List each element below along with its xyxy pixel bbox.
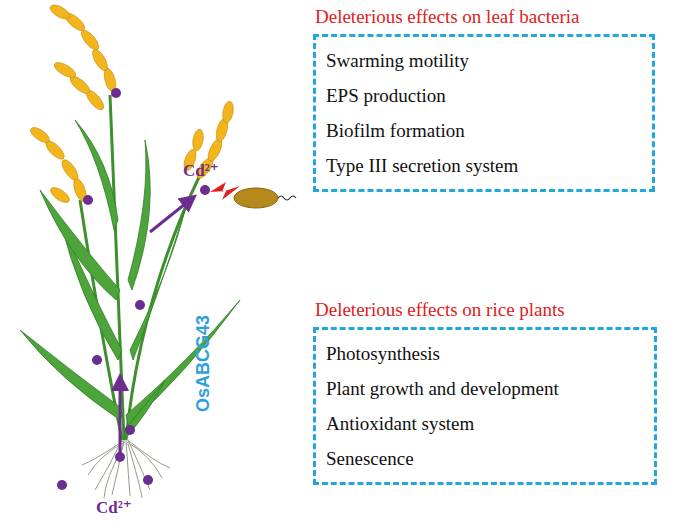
effect-item: Type III secretion system <box>326 148 638 183</box>
effect-panel: Deleterious effects on leaf bacteriaSwar… <box>313 6 655 192</box>
dashed-box: PhotosynthesisPlant growth and developme… <box>313 327 657 485</box>
effect-item: Plant growth and development <box>326 371 640 406</box>
panel-heading: Deleterious effects on leaf bacteria <box>313 6 655 28</box>
ion-label: Cd²⁺ <box>183 160 219 181</box>
effect-item: Photosynthesis <box>326 336 640 371</box>
effect-item: Swarming motility <box>326 43 638 78</box>
effect-item: Antioxidant system <box>326 406 640 441</box>
effect-panel: Deleterious effects on rice plantsPhotos… <box>313 299 657 485</box>
dashed-box: Swarming motilityEPS productionBiofilm f… <box>313 34 655 192</box>
gene-label: OsABCG43 <box>193 315 214 412</box>
effect-item: Senescence <box>326 441 640 476</box>
effect-item: EPS production <box>326 78 638 113</box>
effect-item: Biofilm formation <box>326 113 638 148</box>
panel-heading: Deleterious effects on rice plants <box>313 299 657 321</box>
ion-label: Cd²⁺ <box>96 497 132 518</box>
